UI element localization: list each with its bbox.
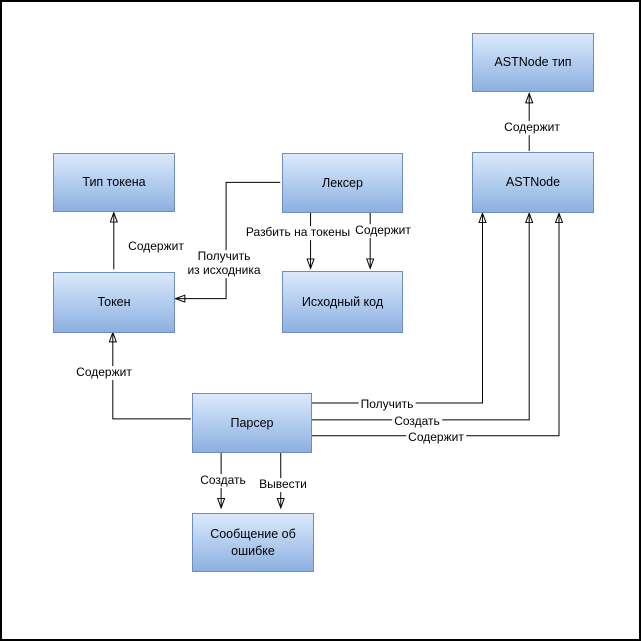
node-astnode-type-label: ASTNode тип <box>494 55 572 70</box>
node-parser-label: Парсер <box>230 415 274 430</box>
edge-parser-create-astnode <box>310 213 529 421</box>
edge-label-astnode-contains: Содержит <box>502 120 562 135</box>
edge-label-token-contains: Содержит <box>126 239 186 254</box>
edge-label-parser-contains-token: Содержит <box>74 365 134 380</box>
node-source-code: Исходный код <box>282 271 403 333</box>
node-astnode-type: ASTNode тип <box>472 33 594 92</box>
node-lexer: Лексер <box>282 153 403 213</box>
node-token: Токен <box>53 272 175 333</box>
node-source-code-label: Исходный код <box>301 294 384 309</box>
edge-label-parser-create-error: Создать <box>198 473 248 488</box>
node-error-message: Сообщение об ошибке <box>192 513 314 572</box>
node-token-label: Токен <box>97 295 131 310</box>
node-token-type: Тип токена <box>53 153 175 212</box>
node-lexer-label: Лексер <box>322 175 363 190</box>
edge-label-get-from-source: Получить из исходника <box>185 249 263 278</box>
node-parser: Парсер <box>192 393 312 453</box>
edge-label-split-tokens: Разбить на токены <box>243 225 353 240</box>
edge-parser-contains-token <box>113 332 191 420</box>
node-token-type-label: Тип токена <box>82 175 146 190</box>
edge-label-parser-contains-astnode: Содержит <box>406 430 466 445</box>
edge-label-parser-print-error: Вывести <box>257 477 309 492</box>
edge-label-parser-get: Получить <box>358 397 416 412</box>
edge-parser-contains-astnode <box>310 213 559 437</box>
node-astnode: ASTNode <box>472 152 594 213</box>
edge-lexer-get-token <box>175 181 281 298</box>
node-astnode-label: ASTNode <box>505 175 561 190</box>
edge-label-lexer-contains: Содержит <box>353 223 413 238</box>
node-error-message-label: Сообщение об ошибке <box>210 527 296 558</box>
edge-label-parser-create-astnode: Создать <box>392 414 442 429</box>
